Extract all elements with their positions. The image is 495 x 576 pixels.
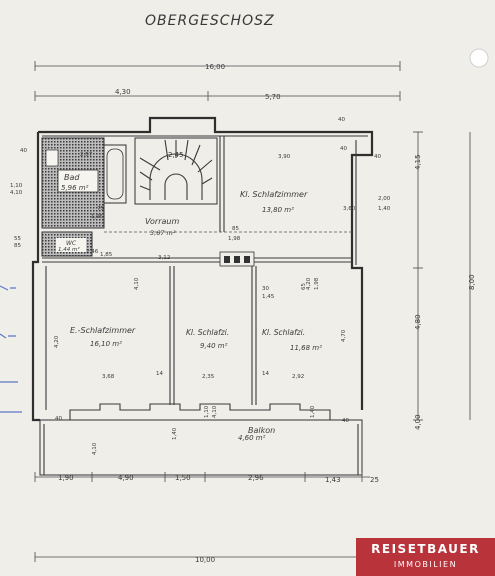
blue-margin-marks [0, 285, 22, 413]
interior-walls-lower [40, 266, 362, 421]
dimension-top-total: 16,00 [34, 61, 401, 71]
svg-text:2,00: 2,00 [378, 196, 391, 202]
wc-room: WC 1,44 m² [41, 231, 93, 257]
svg-text:40: 40 [342, 418, 349, 424]
svg-text:2,96: 2,96 [248, 474, 264, 482]
svg-text:4,00: 4,00 [414, 414, 422, 430]
svg-text:75: 75 [97, 206, 104, 212]
svg-text:3,12: 3,12 [158, 255, 170, 261]
dimension-right: 4,15 4,80 4,00 8,00 [413, 131, 476, 430]
kl-schlafzi-1-area: 9,40 m² [200, 342, 228, 350]
svg-text:2,92: 2,92 [292, 374, 304, 380]
bath-name: Bad [64, 173, 80, 182]
svg-text:1,45: 1,45 [262, 294, 275, 300]
vorraum-area: 3,67 m² [150, 229, 176, 237]
dimension-bottom-segments: 1,90 4,90 1,50 2,96 1,43 25 [34, 472, 379, 484]
interior-walls-upper [42, 136, 352, 267]
bath-room: Bad 5,96 m² [41, 137, 127, 229]
svg-text:4,10: 4,10 [92, 442, 98, 455]
svg-text:4,90: 4,90 [118, 474, 134, 482]
balkon-name: Balkon [248, 426, 275, 435]
svg-text:16,00: 16,00 [205, 63, 225, 71]
svg-text:1,40: 1,40 [172, 427, 178, 440]
svg-text:25: 25 [370, 476, 379, 484]
stair-label: 2,45 [168, 151, 184, 159]
svg-text:1,90: 1,90 [58, 474, 74, 482]
svg-text:5,70: 5,70 [265, 93, 281, 101]
svg-text:30: 30 [262, 286, 269, 292]
svg-text:1,43: 1,43 [325, 476, 341, 484]
svg-text:4,10: 4,10 [134, 277, 140, 290]
svg-text:4,10: 4,10 [10, 190, 23, 196]
e-schlafzimmer-name: E.-Schlafzimmer [70, 326, 136, 335]
staircase: 2,45 [134, 137, 218, 205]
svg-text:1,10: 1,10 [204, 405, 210, 418]
svg-text:14: 14 [156, 371, 163, 377]
svg-text:4,20: 4,20 [54, 335, 60, 348]
outer-walls [31, 116, 374, 422]
brand-tagline: IMMOBILIEN [393, 560, 458, 569]
svg-text:1,98: 1,98 [314, 277, 320, 290]
svg-text:1,98: 1,98 [228, 236, 241, 242]
kl-schlafzimmer-name: Kl. Schlafzimmer [240, 190, 308, 199]
dimension-labels: 40 40 40 2,57 1,10 4,10 55 85 2,46 3,90 … [10, 117, 391, 455]
svg-text:40: 40 [340, 146, 347, 152]
svg-text:8,00: 8,00 [468, 274, 476, 290]
brand-name: REISETBAUER [371, 542, 480, 556]
balkon-area [39, 419, 363, 476]
svg-text:55: 55 [14, 236, 21, 242]
dimension-top-split: 4,30 5,70 [34, 88, 401, 101]
punch-hole [469, 48, 489, 68]
svg-text:2,35: 2,35 [202, 374, 215, 380]
svg-text:40: 40 [20, 148, 27, 154]
svg-text:40: 40 [374, 154, 381, 160]
vorraum-name: Vorraum [145, 217, 179, 226]
svg-text:2,57: 2,57 [80, 152, 93, 158]
kl-schlafzimmer-area: 13,80 m² [262, 206, 294, 214]
plan-title: OBERGESCHOSZ [145, 13, 275, 29]
svg-text:40: 40 [338, 117, 345, 123]
svg-text:10,00: 10,00 [195, 556, 215, 564]
svg-text:3,68: 3,68 [102, 374, 115, 380]
svg-text:4,80: 4,80 [414, 314, 422, 330]
svg-text:3,90: 3,90 [278, 154, 291, 160]
wc-name: WC [66, 240, 77, 247]
e-schlafzimmer-area: 16,10 m² [90, 340, 122, 348]
kl-schlafzi-1-name: Kl. Schlafzi. [186, 328, 229, 337]
balkon-area-text: 4,60 m² [238, 434, 266, 442]
svg-text:4,20: 4,20 [306, 277, 312, 290]
svg-text:4,10: 4,10 [212, 405, 218, 418]
kl-schlafzi-2-area: 11,68 m² [290, 344, 322, 352]
svg-text:3,60: 3,60 [343, 206, 356, 212]
svg-text:4,15: 4,15 [414, 154, 422, 170]
brand-logo: REISETBAUER IMMOBILIEN [356, 538, 495, 576]
kl-schlafzi-2-name: Kl. Schlafzi. [262, 328, 305, 337]
svg-text:1,40: 1,40 [310, 405, 316, 418]
bath-area: 5,96 m² [61, 184, 89, 192]
svg-text:14: 14 [262, 371, 269, 377]
svg-text:1,40: 1,40 [378, 206, 391, 212]
svg-text:2,46: 2,46 [86, 249, 99, 255]
svg-text:85: 85 [232, 226, 239, 232]
svg-text:85: 85 [14, 243, 21, 249]
svg-text:40: 40 [55, 416, 62, 422]
dimension-bottom-total: 10,00 [34, 552, 363, 564]
svg-text:4,70: 4,70 [341, 329, 347, 342]
svg-text:4,30: 4,30 [115, 88, 131, 96]
wc-area: 1,44 m² [58, 246, 80, 253]
svg-text:65: 65 [301, 283, 307, 290]
svg-text:1,85: 1,85 [100, 252, 113, 258]
svg-text:1,95: 1,95 [91, 214, 104, 220]
svg-text:1,50: 1,50 [175, 474, 191, 482]
svg-text:1,10: 1,10 [10, 183, 23, 189]
